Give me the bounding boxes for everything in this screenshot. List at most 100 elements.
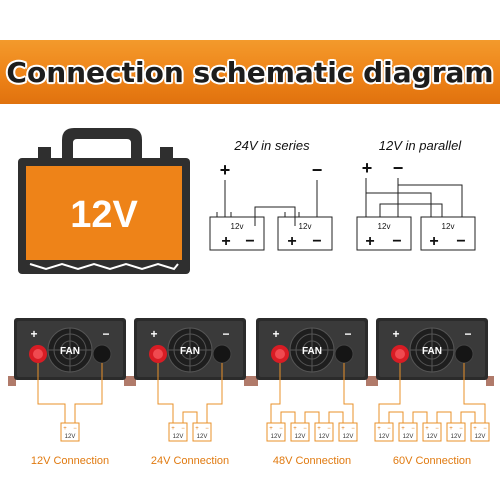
series-cell-2 xyxy=(277,216,333,251)
battery-cell-box xyxy=(374,422,394,442)
series-cell-1-label: 12v xyxy=(231,222,244,231)
wire xyxy=(378,363,401,423)
wire xyxy=(436,411,452,423)
battery-cell-label: 12V xyxy=(197,434,208,440)
inverter-plus: + xyxy=(392,327,399,341)
inverter-foot xyxy=(128,376,136,386)
battery-cell-plus: + xyxy=(377,426,381,432)
negative-terminal-knob xyxy=(454,344,474,364)
battery-cell-minus: − xyxy=(459,426,463,432)
battery-cell-minus: − xyxy=(205,426,209,432)
battery-cell: +− 12V xyxy=(168,422,188,442)
series-cell-2-plus: + xyxy=(287,233,296,250)
parallel-plus: + xyxy=(362,158,373,178)
connection-label: 48V Connection xyxy=(273,455,351,467)
fan-label: FAN xyxy=(60,346,80,357)
battery-cell: +− 12V xyxy=(338,422,358,442)
parallel-cell-2-minus: − xyxy=(456,233,465,250)
battery-cell-label: 12V xyxy=(379,434,390,440)
positive-terminal-cap xyxy=(275,349,285,359)
parallel-cell-1 xyxy=(356,216,412,251)
battery-cell-plus: + xyxy=(473,426,477,432)
series-cell-1-minus: − xyxy=(245,233,254,250)
battery-cell-label: 12V xyxy=(343,434,354,440)
negative-terminal-knob xyxy=(334,344,354,364)
battery-cell-box xyxy=(470,422,490,442)
battery-cell-minus: − xyxy=(181,426,185,432)
battery-cell-box xyxy=(422,422,442,442)
parallel-minus: − xyxy=(393,158,404,178)
battery-cell-box xyxy=(60,422,80,442)
inverter-foot xyxy=(250,376,258,386)
battery-cell-plus: + xyxy=(171,426,175,432)
parallel-label: 12V in parallel xyxy=(379,138,462,153)
parallel-schematic: 12V in parallel + − 12v 12v + − + − xyxy=(356,138,476,251)
battery-cell-label: 12V xyxy=(65,434,76,440)
wire xyxy=(270,363,281,423)
inverter-foot xyxy=(244,376,252,386)
battery-cell-box xyxy=(266,422,286,442)
series-cell-2-minus: − xyxy=(312,233,321,250)
battery-cell: +−12V xyxy=(266,422,286,442)
connection-label: 24V Connection xyxy=(151,455,229,467)
wire xyxy=(206,363,223,423)
connection-label: 12V Connection xyxy=(31,455,109,467)
battery-cell-label: 12V xyxy=(295,434,306,440)
battery-cell-minus: − xyxy=(483,426,487,432)
battery-cell-plus: + xyxy=(195,426,199,432)
battery-cell-box xyxy=(168,422,188,442)
battery-cell: +−12V xyxy=(60,422,80,442)
battery-cell-box xyxy=(290,422,310,442)
battery-cell-plus: + xyxy=(293,426,297,432)
battery-cell-label: 12V xyxy=(427,434,438,440)
battery-cell: +−12V xyxy=(470,422,490,442)
battery-cell: +−12V xyxy=(314,422,334,442)
series-label: 24V in series xyxy=(233,138,310,153)
negative-terminal-knob xyxy=(92,344,112,364)
battery-cell-box xyxy=(446,422,466,442)
battery-cell: +− 12V xyxy=(192,422,212,442)
battery-cell-label: 12V xyxy=(173,434,184,440)
series-minus: − xyxy=(312,160,323,180)
positive-terminal-cap xyxy=(153,349,163,359)
battery-illustration: 12V xyxy=(18,128,190,274)
inverter-foot xyxy=(370,376,378,386)
wire xyxy=(343,363,354,423)
wire xyxy=(280,411,296,423)
battery-cell-plus: + xyxy=(341,426,345,432)
fan-label: FAN xyxy=(180,346,200,357)
battery-cell-label: 12V xyxy=(271,434,282,440)
battery-cell-minus: − xyxy=(327,426,331,432)
battery-body xyxy=(26,166,182,260)
wire xyxy=(37,363,66,423)
fan-label: FAN xyxy=(302,346,322,357)
wire xyxy=(304,411,320,423)
battery-voltage-label: 12V xyxy=(70,194,138,236)
battery-cell-label: 12V xyxy=(319,434,330,440)
battery-terminal-right xyxy=(160,147,173,160)
battery-terminal-left xyxy=(38,147,51,160)
fan-label: FAN xyxy=(422,346,442,357)
positive-terminal-cap xyxy=(395,349,405,359)
battery-cell-minus: − xyxy=(351,426,355,432)
parallel-cell-1-minus: − xyxy=(392,233,401,250)
wire xyxy=(460,411,476,423)
inverter-minus: − xyxy=(222,327,229,341)
parallel-cell-2-plus: + xyxy=(429,233,438,250)
battery-cell-box xyxy=(314,422,334,442)
battery-cell: +−12V xyxy=(398,422,418,442)
inverter-foot xyxy=(8,376,16,386)
battery-cell-minus: − xyxy=(387,426,391,432)
page-title: Connection schematic diagram xyxy=(6,55,494,89)
battery-cell: +−12V xyxy=(290,422,310,442)
series-cell-1 xyxy=(209,216,265,251)
inverter-foot xyxy=(486,376,494,386)
battery-cell-box xyxy=(192,422,212,442)
battery-cell-plus: + xyxy=(63,426,67,432)
battery-cell-minus: − xyxy=(279,426,283,432)
inverter-plus: + xyxy=(30,327,37,341)
battery-cell-plus: + xyxy=(425,426,429,432)
